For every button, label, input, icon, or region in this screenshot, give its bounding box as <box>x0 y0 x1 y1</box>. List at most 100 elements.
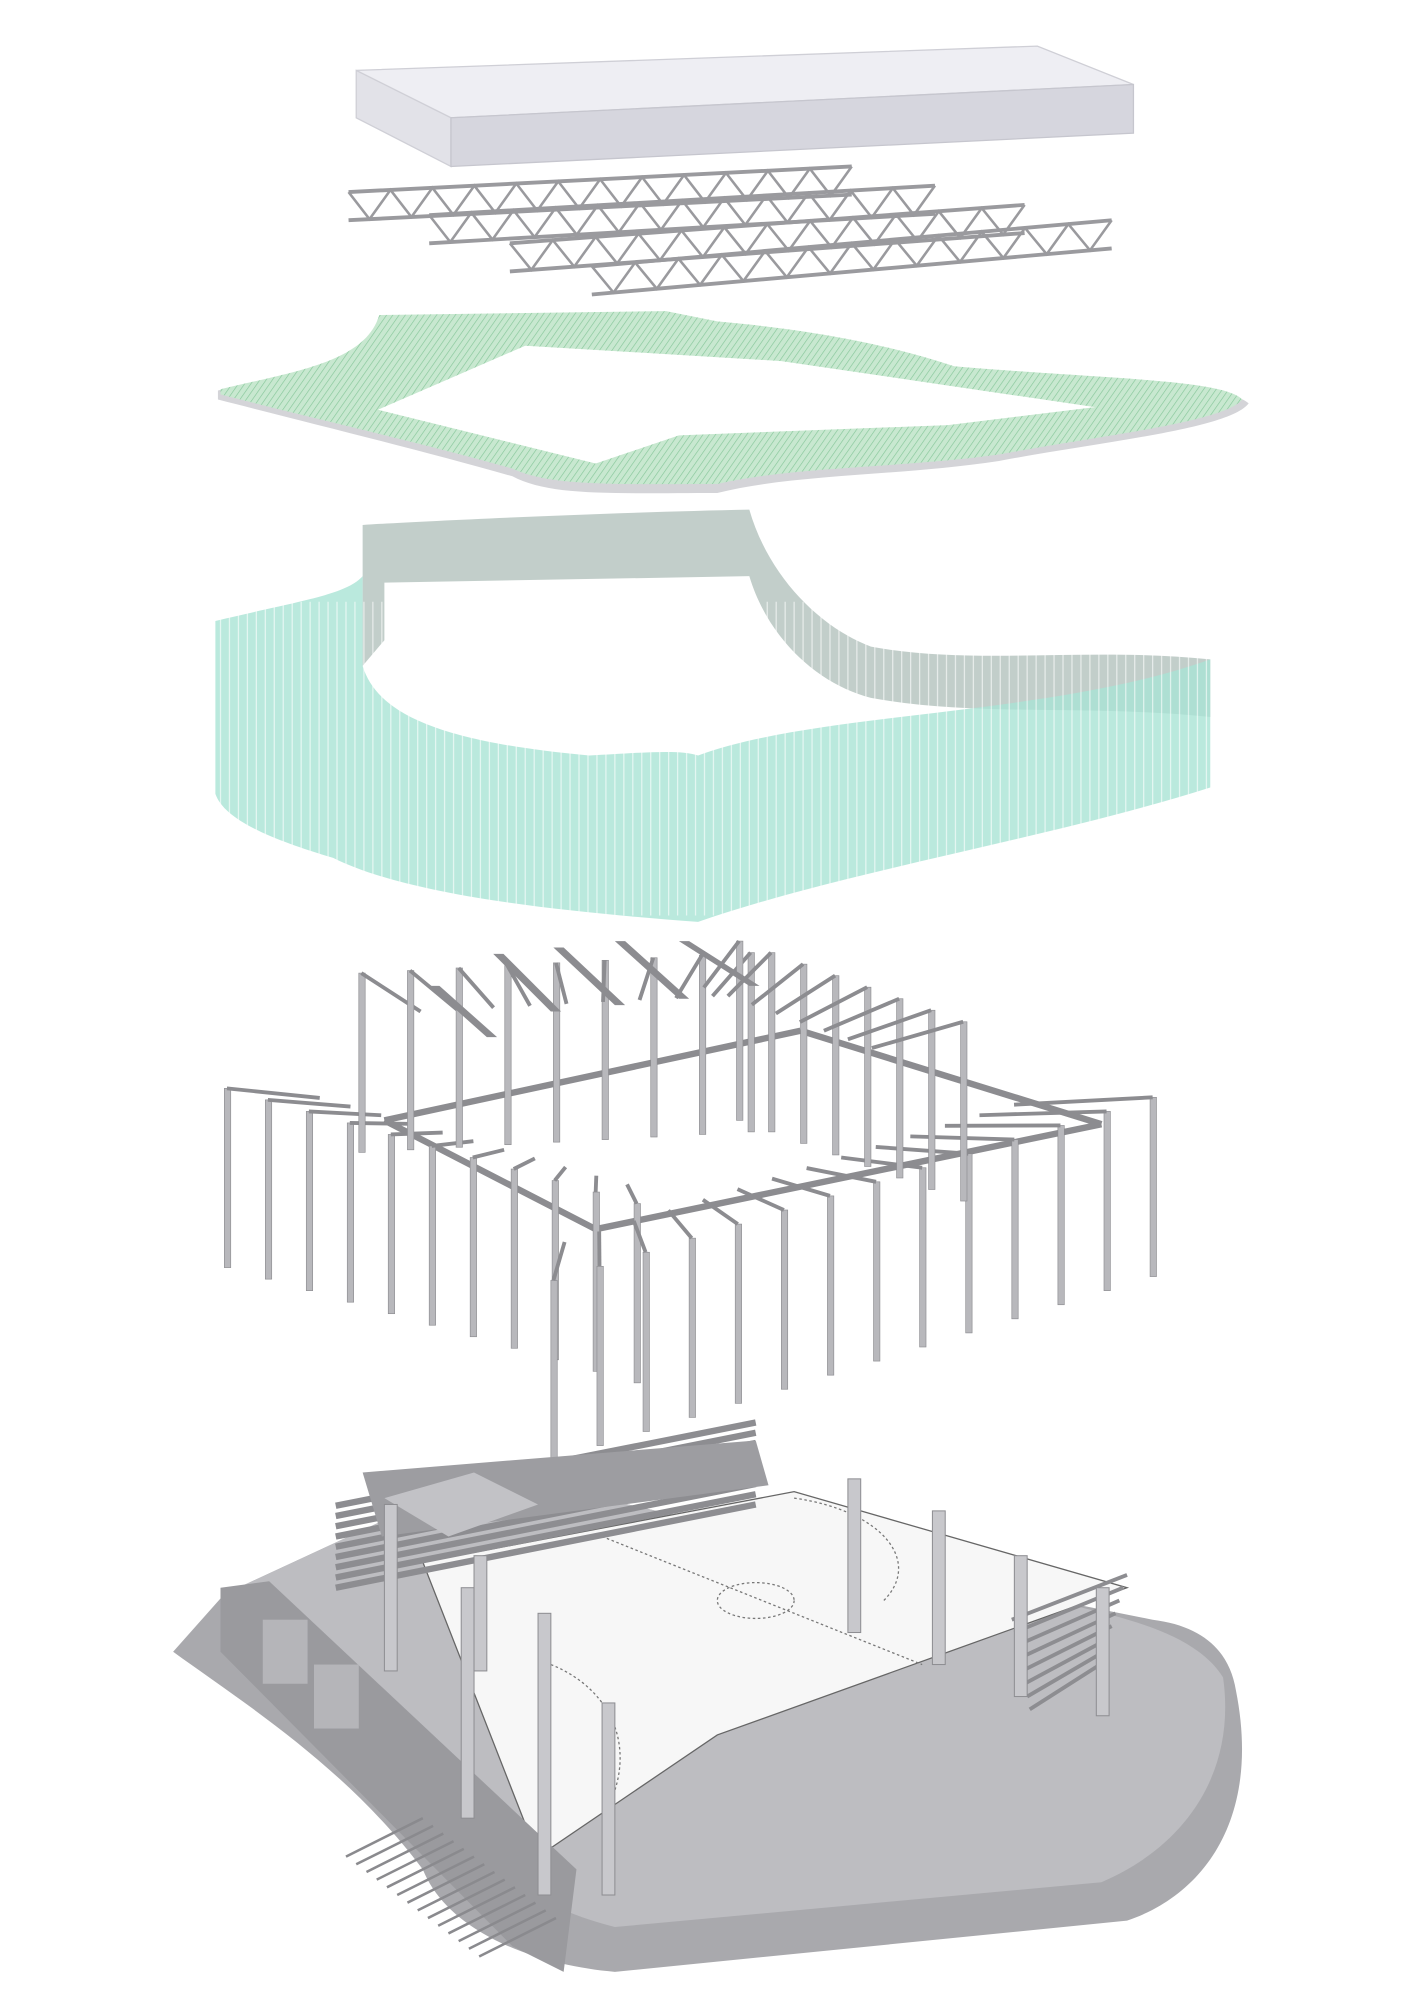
stair-step <box>447 1893 526 1935</box>
column <box>346 1122 354 1303</box>
column <box>832 975 840 1156</box>
column <box>553 962 561 1143</box>
rafter <box>601 960 607 1002</box>
column <box>688 1237 696 1418</box>
column <box>928 1009 936 1190</box>
rafter <box>979 1109 1107 1118</box>
sawtooth-girder <box>429 985 498 1038</box>
sawtooth-girder <box>678 941 760 986</box>
column <box>387 1134 395 1315</box>
rafter <box>1013 1095 1153 1107</box>
facade-wall-front <box>215 576 1211 922</box>
upper-block-roof <box>384 1472 539 1537</box>
stair-step <box>458 1901 537 1943</box>
column <box>650 957 658 1138</box>
column <box>510 1168 518 1349</box>
column <box>747 952 755 1133</box>
column <box>896 998 904 1179</box>
rafter <box>799 985 868 1024</box>
base-column <box>460 1587 475 1819</box>
column <box>1057 1125 1065 1306</box>
column <box>960 1021 968 1202</box>
truss-web <box>590 219 1113 295</box>
column <box>224 1088 232 1268</box>
arena-base-layer <box>173 1419 1243 1972</box>
rafter <box>847 1008 932 1042</box>
base-column <box>537 1612 552 1896</box>
truss-web <box>508 204 1026 272</box>
rafter <box>806 1166 877 1184</box>
ring-beam <box>383 1027 802 1124</box>
rafter <box>750 962 805 1007</box>
stair-step <box>468 1909 547 1950</box>
column <box>504 965 512 1146</box>
stair-step <box>386 1847 465 1889</box>
mesh-ceiling-layer <box>217 311 1249 494</box>
base-columns <box>383 1478 1110 1896</box>
column <box>469 1157 477 1338</box>
column <box>633 1203 641 1384</box>
column <box>1011 1139 1019 1320</box>
facade-wall-layer <box>215 509 1211 922</box>
stair-step <box>355 1824 434 1866</box>
rafter <box>774 974 837 1016</box>
side-box-2 <box>313 1664 359 1729</box>
stair-step <box>417 1870 496 1912</box>
truss-web <box>347 165 853 222</box>
rafter <box>593 1175 599 1193</box>
rafter <box>267 1097 351 1109</box>
rafter <box>631 1220 648 1253</box>
rafter <box>736 1187 785 1212</box>
column <box>596 1266 604 1446</box>
roof-slab <box>355 45 1135 168</box>
column <box>601 959 609 1140</box>
column <box>699 954 707 1135</box>
column <box>768 952 776 1133</box>
seating-row <box>1026 1650 1105 1699</box>
truss <box>428 183 937 246</box>
roof-slab-side <box>450 83 1135 168</box>
seating-row <box>335 1501 757 1591</box>
column <box>455 967 463 1148</box>
stair-step <box>406 1863 485 1904</box>
seating-row <box>1011 1573 1128 1622</box>
roof-trusses <box>347 164 1113 297</box>
column <box>919 1167 927 1348</box>
rafter <box>431 1139 474 1148</box>
sawtooth-girder <box>493 953 562 1012</box>
stair-step <box>437 1886 516 1927</box>
rafter <box>625 1183 639 1205</box>
stair-step <box>345 1817 424 1858</box>
rafter <box>457 966 495 1009</box>
rafter <box>875 1145 969 1156</box>
seating-row <box>1028 1662 1102 1711</box>
column <box>864 986 872 1167</box>
column <box>873 1181 881 1362</box>
basketball-court <box>421 1491 1130 1858</box>
column <box>550 1280 558 1460</box>
stair-step <box>396 1855 475 1897</box>
mesh-slab-opening <box>377 345 1096 464</box>
column <box>1103 1111 1111 1291</box>
entrance-stairs <box>345 1817 557 1958</box>
rafter <box>871 1019 964 1050</box>
column <box>642 1251 650 1432</box>
sawtooth-girder <box>553 947 626 1006</box>
rafter <box>771 1176 831 1198</box>
column <box>358 972 366 1153</box>
stair-step <box>427 1878 506 1920</box>
column <box>1149 1096 1157 1277</box>
court-markings <box>550 1497 923 1819</box>
rafter <box>390 1130 443 1137</box>
base-column <box>601 1702 616 1896</box>
truss-web <box>428 184 937 245</box>
stair-step <box>376 1840 455 1881</box>
base-column <box>1095 1587 1110 1717</box>
seating-row <box>1023 1637 1109 1686</box>
rafter <box>226 1086 320 1100</box>
rafter <box>701 1198 739 1226</box>
rafter <box>551 1241 567 1281</box>
base-column <box>1013 1555 1028 1698</box>
column <box>428 1145 436 1326</box>
